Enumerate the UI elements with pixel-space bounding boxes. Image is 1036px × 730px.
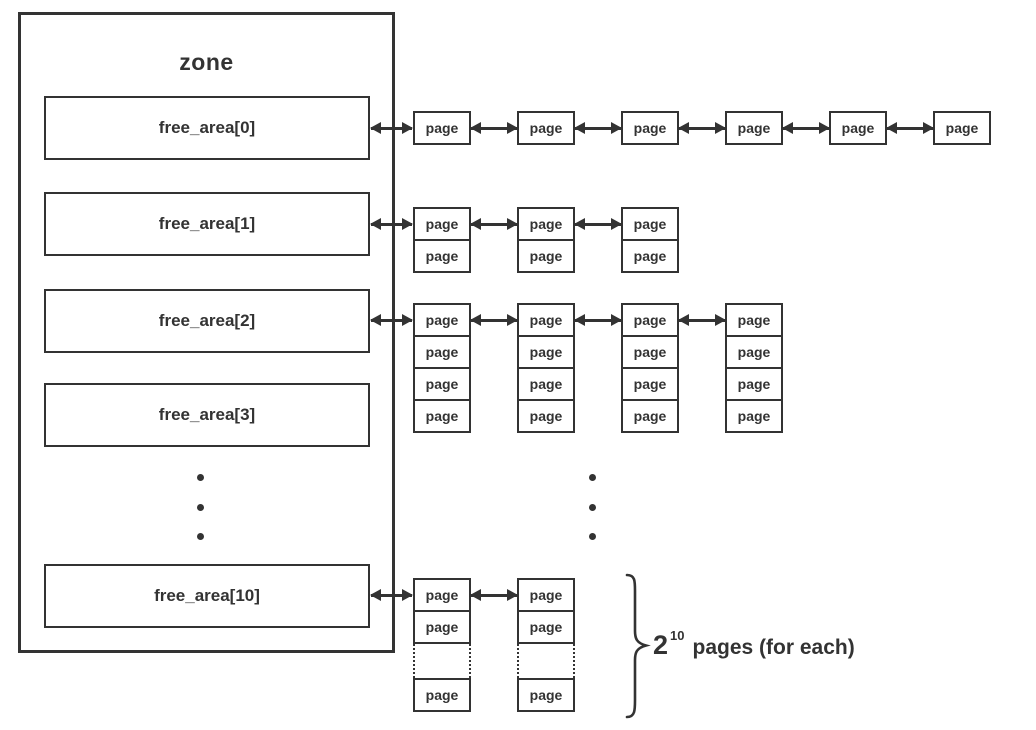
link-arrow [371,222,412,226]
link-arrow [679,126,725,130]
page-box: page [621,207,679,241]
link-arrow [575,318,621,322]
page-column: page [829,111,887,145]
link-arrow [887,126,933,130]
page-box: page [517,207,575,241]
page-box: page [517,399,575,433]
pages-annotation: 2 10 pages (for each) [653,628,855,660]
free-area-box: free_area[1] [44,192,370,256]
page-box: page [413,367,471,401]
zone-title: zone [179,49,234,75]
page-box: page [517,578,575,612]
page-box: page [725,335,783,369]
page-box: page [413,303,471,337]
link-arrow [783,126,829,130]
ellipsis-dot [589,474,596,481]
link-arrow [471,126,517,130]
link-arrow [471,593,517,597]
link-arrow [679,318,725,322]
ellipsis-dot [589,504,596,511]
annotation-base: 2 [653,630,669,660]
page-column: page [621,111,679,145]
page-column: page [413,111,471,145]
link-arrow [575,126,621,130]
truncation-gap [413,644,471,678]
page-box: page [413,578,471,612]
page-box: page [517,610,575,644]
page-column: page [725,111,783,145]
free-area-box: free_area[2] [44,289,370,353]
page-box: page [413,111,471,145]
page-box: page [829,111,887,145]
ellipsis-dot [197,474,204,481]
page-column: page [933,111,991,145]
link-arrow [471,318,517,322]
link-arrow [371,318,412,322]
page-box: page [725,111,783,145]
free-area-box: free_area[3] [44,383,370,447]
ellipsis-dot [589,533,596,540]
annotation-exponent: 10 [670,628,685,643]
page-box: page [413,399,471,433]
page-box: page [621,239,679,273]
page-box: page [621,399,679,433]
page-box: page [933,111,991,145]
page-box: page [517,239,575,273]
page-box: page [725,399,783,433]
page-box: page [413,678,471,712]
page-box: page [621,111,679,145]
page-box: page [413,239,471,273]
page-box: page [725,303,783,337]
ellipsis-dot [197,533,204,540]
page-box: page [621,303,679,337]
ellipsis-dot [197,504,204,511]
page-box: page [413,610,471,644]
free-area-box: free_area[0] [44,96,370,160]
link-arrow [371,126,412,130]
page-box: page [725,367,783,401]
free-area-box: free_area[10] [44,564,370,628]
link-arrow [575,222,621,226]
link-arrow [471,222,517,226]
page-box: page [517,335,575,369]
curly-brace [625,573,651,719]
page-box: page [517,303,575,337]
page-box: page [413,335,471,369]
annotation-text: pages (for each) [692,636,855,659]
page-box: page [517,111,575,145]
page-box: page [621,335,679,369]
page-box: page [413,207,471,241]
page-column: page [517,111,575,145]
link-arrow [371,593,412,597]
page-box: page [517,367,575,401]
truncation-gap [517,644,575,678]
page-box: page [621,367,679,401]
page-box: page [517,678,575,712]
